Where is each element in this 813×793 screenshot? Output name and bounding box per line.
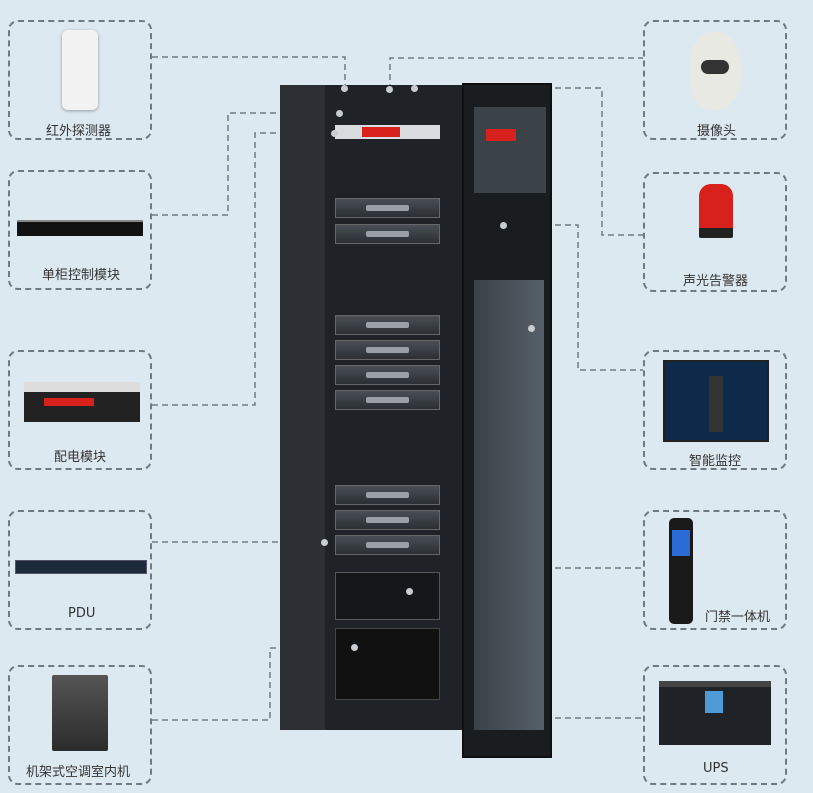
control-module-icon	[17, 220, 143, 236]
camera-card: 摄像头	[643, 20, 787, 140]
camera-icon	[689, 32, 741, 110]
ups-in-cabinet	[335, 572, 440, 620]
alarm-card: 声光告警器	[643, 172, 787, 292]
component-label: 红外探测器	[46, 124, 112, 139]
rack-ac-card: 机架式空调室内机	[8, 665, 152, 785]
component-label: 门禁一体机	[705, 610, 771, 625]
smart-monitor-card: 智能监控	[643, 350, 787, 470]
alarm-light-icon	[699, 184, 733, 238]
component-label: UPS	[703, 761, 729, 776]
power-module-card: 配电模块	[8, 350, 152, 470]
ups-card: UPS	[643, 665, 787, 785]
component-label: 摄像头	[697, 124, 737, 139]
access-control-card: 门禁一体机	[643, 510, 787, 630]
control-module-card: 单柜控制模块	[8, 170, 152, 290]
cabinet-door[interactable]	[462, 83, 552, 758]
infrared-detector-icon	[62, 30, 98, 110]
infrared-detector-card: 红外探测器	[8, 20, 152, 140]
component-label: 单柜控制模块	[42, 268, 121, 283]
cabinet-control-panel	[335, 125, 440, 139]
component-label: 智能监控	[689, 454, 742, 469]
component-label: 声光告警器	[683, 274, 749, 289]
power-distribution-module-icon	[24, 382, 140, 422]
component-label: PDU	[68, 606, 96, 621]
ac-in-cabinet	[335, 628, 440, 700]
pdu-card: PDU	[8, 510, 152, 630]
door-display	[474, 107, 546, 193]
pdu-icon	[15, 560, 147, 574]
access-control-icon	[669, 518, 693, 624]
rack-air-conditioner-icon	[52, 675, 108, 751]
door-glass	[474, 280, 544, 730]
component-label: 机架式空调室内机	[26, 765, 131, 780]
component-label: 配电模块	[54, 450, 107, 465]
ups-icon	[659, 681, 771, 745]
smart-monitor-icon	[663, 360, 769, 442]
